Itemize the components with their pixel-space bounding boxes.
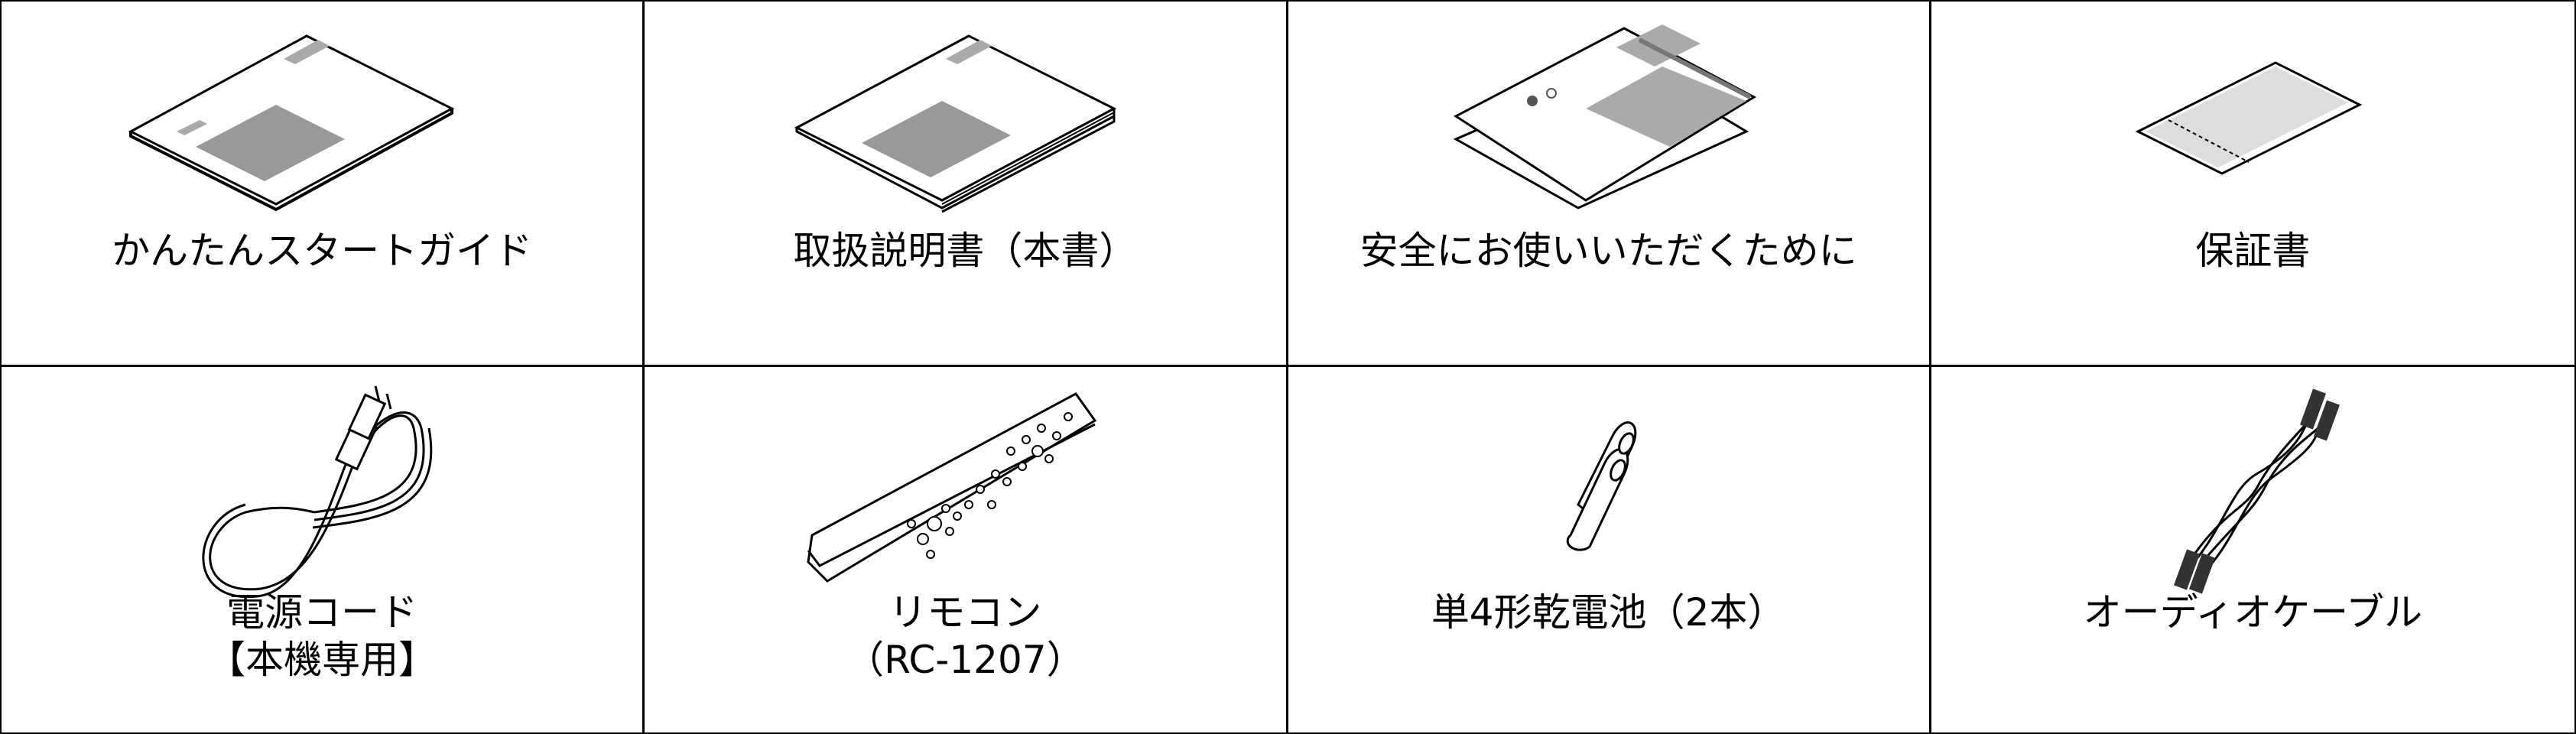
- audio-cable-icon: [2174, 388, 2340, 594]
- accessory-label: オーディオケーブル: [2083, 590, 2423, 635]
- accessory-cell-batteries: 単4形乾電池（2本）: [1288, 367, 1931, 732]
- accessory-label: かんたんスタートガイド: [112, 229, 533, 273]
- accessory-cell-power-cord: 電源コード【本機専用】: [2, 367, 645, 732]
- owners-manual-icon: [794, 34, 1117, 213]
- accessory-label: 安全にお使いいただくために: [1359, 229, 1857, 273]
- accessory-label: リモコン（RC-1207）: [846, 590, 1085, 682]
- accessory-cell-audio-cable: オーディオケーブル: [1931, 367, 2574, 732]
- accessory-cell-owners-manual: 取扱説明書（本書）: [645, 2, 1288, 367]
- accessory-cell-quick-start-guide: かんたんスタートガイド: [2, 2, 645, 367]
- power-cord-icon: [202, 385, 433, 599]
- accessory-label: 保証書: [2195, 229, 2311, 273]
- accessory-cell-remote-control: リモコン（RC-1207）: [645, 367, 1288, 732]
- aaa-batteries-icon: [1566, 421, 1636, 551]
- quick-start-guide-icon: [128, 34, 455, 212]
- accessory-cell-warranty-card: 保証書: [1931, 2, 2574, 367]
- warranty-card-icon: [2136, 61, 2363, 175]
- remote-control-icon: [807, 392, 1097, 583]
- accessory-label: 単4形乾電池（2本）: [1431, 590, 1786, 635]
- safety-instructions-icon: [1453, 24, 1756, 209]
- accessory-label: 電源コード【本機専用】: [207, 590, 437, 682]
- accessory-cell-safety-instructions: 安全にお使いいただくために: [1288, 2, 1931, 367]
- accessory-label: 取扱説明書（本書）: [793, 229, 1138, 273]
